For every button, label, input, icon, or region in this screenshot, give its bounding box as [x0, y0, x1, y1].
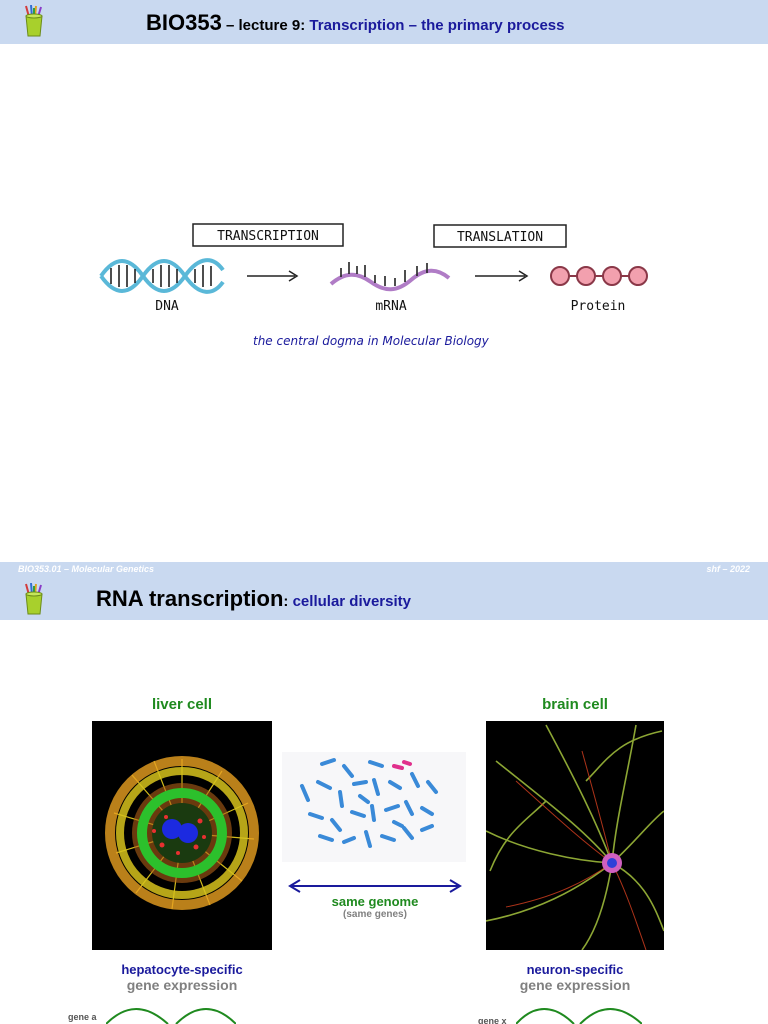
arrow-translation	[475, 270, 529, 282]
footer-author-year: shf – 2022	[706, 564, 750, 574]
same-genome-label: same genome (same genes)	[290, 894, 460, 920]
translation-label: TRANSLATION	[457, 230, 543, 245]
gene-expression-label: gene expression	[519, 977, 631, 993]
mrna-strand	[329, 262, 451, 292]
liver-expression-text: hepatocyte-specific gene expression	[92, 962, 272, 993]
dna-helix	[99, 258, 225, 294]
title-separator: :	[283, 593, 293, 610]
brain-cell-label: brain cell	[542, 696, 608, 713]
protein-chain	[550, 266, 648, 286]
transcription-label: TRANSCRIPTION	[217, 229, 319, 244]
slide-cellular-diversity: BIO353.01 – Molecular Genetics shf – 202…	[0, 562, 768, 1024]
mrna-label: mRNA	[375, 299, 406, 314]
footer-course: BIO353.01 – Molecular Genetics	[18, 564, 155, 574]
slide-header	[0, 0, 768, 44]
central-dogma-diagram: TRANSCRIPTION TRANSLATION	[99, 223, 648, 314]
title-separator: :	[300, 17, 310, 34]
slide-subtitle: cellular diversity	[292, 593, 411, 610]
slide-title: BIO353 – lecture 9: Transcription – the …	[146, 10, 564, 36]
neuron-expression-text: neuron-specific gene expression	[486, 962, 664, 993]
slide-title: RNA transcription: cellular diversity	[96, 586, 411, 612]
slide-footer: BIO353.01 – Molecular Genetics shf – 202…	[0, 562, 768, 578]
gene-a-expression-curve	[106, 1008, 236, 1024]
pencil-cup-icon	[25, 5, 43, 37]
hepatocyte-specific-label: hepatocyte-specific	[121, 962, 243, 977]
gene-x-label: gene x	[478, 1016, 507, 1024]
slide-central-dogma: BIO353 – lecture 9: Transcription – the …	[0, 0, 768, 348]
gene-expression-label: gene expression	[126, 977, 238, 993]
slide-subtitle: Transcription – the primary process	[309, 17, 565, 34]
neuron-specific-label: neuron-specific	[526, 962, 624, 977]
liver-cell-image	[92, 721, 272, 950]
pencil-cup-icon	[25, 583, 43, 615]
course-code: BIO353	[146, 10, 222, 35]
lecture-number: – lecture 9	[221, 17, 301, 34]
slide-title-main: RNA transcription	[96, 586, 284, 611]
arrow-transcription	[247, 270, 299, 282]
protein-label: Protein	[571, 299, 626, 314]
double-arrow-icon	[288, 879, 462, 893]
same-genes-text: (same genes)	[343, 909, 407, 920]
transcription-box: TRANSCRIPTION	[192, 223, 344, 247]
brain-cell-image	[486, 721, 664, 950]
chromosome-spread-image	[282, 752, 466, 862]
gene-x-expression-curve	[516, 1008, 642, 1024]
same-genome-text: same genome	[331, 894, 419, 909]
dogma-caption: the central dogma in Molecular Biology	[253, 334, 489, 348]
slide-header	[0, 578, 768, 620]
gene-a-label: gene a	[68, 1012, 97, 1022]
translation-box: TRANSLATION	[433, 224, 567, 248]
dna-label: DNA	[155, 299, 179, 314]
liver-cell-label: liver cell	[151, 696, 213, 713]
